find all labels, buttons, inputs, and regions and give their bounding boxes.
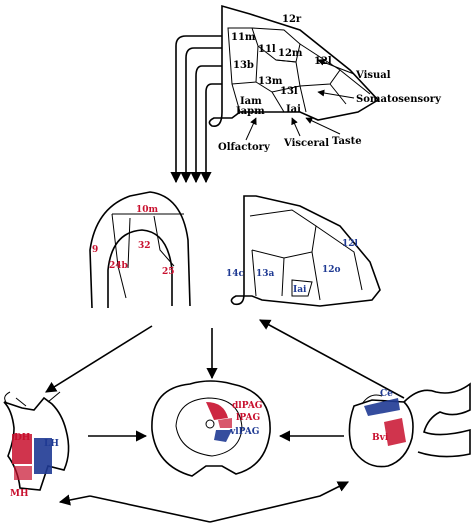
orbital-network-labels: 12l 14c 13a 12o Iai: [226, 239, 359, 295]
input-visual: Visual: [355, 70, 391, 81]
area-12m: 12m: [278, 48, 303, 59]
input-olfactory: Olfactory: [218, 142, 271, 153]
area-iai: Iai: [286, 104, 301, 115]
region-ce: Ce: [380, 389, 393, 399]
area-9: 9: [92, 245, 98, 255]
projection-lines: [170, 35, 222, 184]
area-12o: 12o: [322, 265, 341, 275]
area-25: 25: [162, 267, 175, 277]
area-13l: 13l: [280, 86, 298, 97]
area-iai-network: Iai: [293, 285, 307, 295]
area-24b: 24b: [109, 261, 128, 271]
column-vlpag: vlPAG: [229, 427, 259, 437]
region-bvi: Bvi: [372, 433, 389, 443]
area-13b: 13b: [233, 60, 254, 71]
area-32: 32: [138, 241, 151, 251]
area-13a: 13a: [256, 269, 275, 279]
input-somatosensory: Somatosensory: [356, 94, 442, 105]
hypothalamus: [3, 391, 70, 491]
area-13m: 13m: [258, 76, 283, 87]
amygdala: [348, 382, 471, 468]
area-iam: Iam: [240, 96, 262, 107]
column-lpag: lPAG: [236, 413, 260, 423]
region-dh: DH: [14, 433, 31, 443]
area-10m: 10m: [136, 205, 159, 215]
area-14c: 14c: [226, 269, 245, 279]
input-taste: Taste: [332, 136, 362, 147]
sensory-inputs: Visual Somatosensory Olfactory Visceral …: [218, 59, 442, 153]
connection-arrows: [45, 319, 405, 523]
hypothalamus-labels: DH LH MH: [10, 433, 59, 499]
region-lh: LH: [44, 439, 59, 449]
input-visceral: Visceral: [283, 138, 329, 149]
amygdala-labels: Ce Bvi: [372, 389, 393, 443]
orbital-network: [230, 195, 381, 307]
region-mh: MH: [10, 489, 29, 499]
area-11l: 11l: [258, 44, 276, 55]
area-iapm: Iapm: [236, 106, 265, 117]
area-12l-network: 12l: [342, 239, 359, 249]
orbital-surface: [208, 4, 380, 128]
medial-network: [89, 191, 191, 309]
pag-labels: dlPAG lPAG vlPAG: [229, 401, 263, 437]
medial-labels: 10m 9 32 24b 25: [92, 205, 175, 277]
area-11m: 11m: [231, 32, 256, 43]
column-dlpag: dlPAG: [232, 401, 263, 411]
area-12r: 12r: [282, 14, 302, 25]
pag: [151, 380, 271, 477]
